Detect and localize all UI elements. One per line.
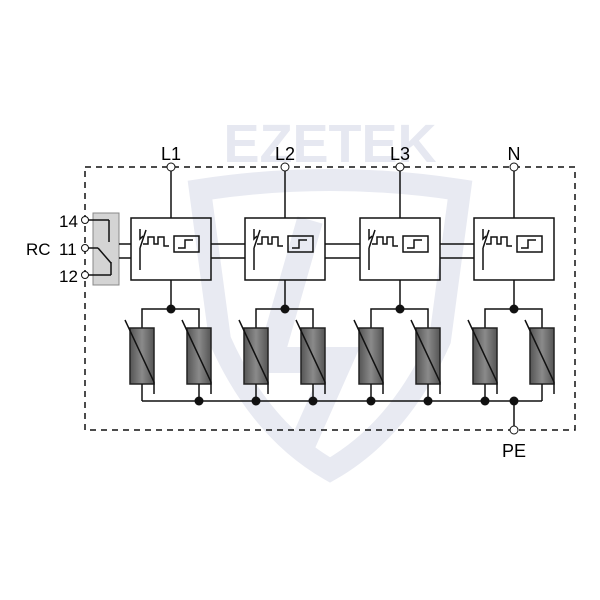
varistor-symbol-icon [524,319,555,394]
shield-icon [187,169,473,483]
varistor-symbol-icon [238,319,269,394]
line-terminal [166,162,176,172]
pe-label: PE [502,441,526,461]
phase-module-n: N [467,144,555,406]
thermal-switch-icon [482,229,490,270]
rc-pin-14: 14 [59,212,78,231]
remote-contact: 14 11 12 RC [26,212,131,286]
junction-dot [395,304,405,314]
junction-dot [280,304,290,314]
junction-dot [509,304,519,314]
varistor-symbol-icon [124,319,155,394]
varistor-symbol-icon [181,319,212,394]
indicator-icon [287,235,314,253]
enclosure-boundary [84,166,576,431]
rc-module [92,212,120,286]
rc-pin-12: 12 [59,267,78,286]
varistor-symbol-icon [353,319,384,394]
terminal-label: L3 [390,144,410,164]
junction-dot [166,304,176,314]
varistor-symbol-icon [295,319,326,394]
pe-terminal [509,425,519,435]
indicator-icon [516,235,543,253]
phase-module-l2: L2 [238,144,360,406]
pin-12-terminal [81,271,89,279]
rc-label: RC [26,240,51,259]
line-terminal [509,162,519,172]
rc-pin-11: 11 [59,240,77,259]
line-terminal [395,162,405,172]
pe-terminal-group: PE [142,400,542,461]
thermal-switch-icon [368,229,376,270]
terminal-label: L1 [161,144,181,164]
varistor-symbol-icon [467,319,498,394]
phase-module-l1: L1 [124,144,245,406]
pin-11-terminal [81,244,89,252]
thermal-switch-icon [253,229,261,270]
line-terminal [280,162,290,172]
phase-module-l3: L3 [353,144,474,406]
terminal-label: N [508,144,521,164]
indicator-icon [173,235,200,253]
indicator-icon [402,235,429,253]
varistor-symbol-icon [410,319,441,394]
terminal-label: L2 [275,144,295,164]
pin-14-terminal [81,216,89,224]
thermal-switch-icon [139,229,147,270]
